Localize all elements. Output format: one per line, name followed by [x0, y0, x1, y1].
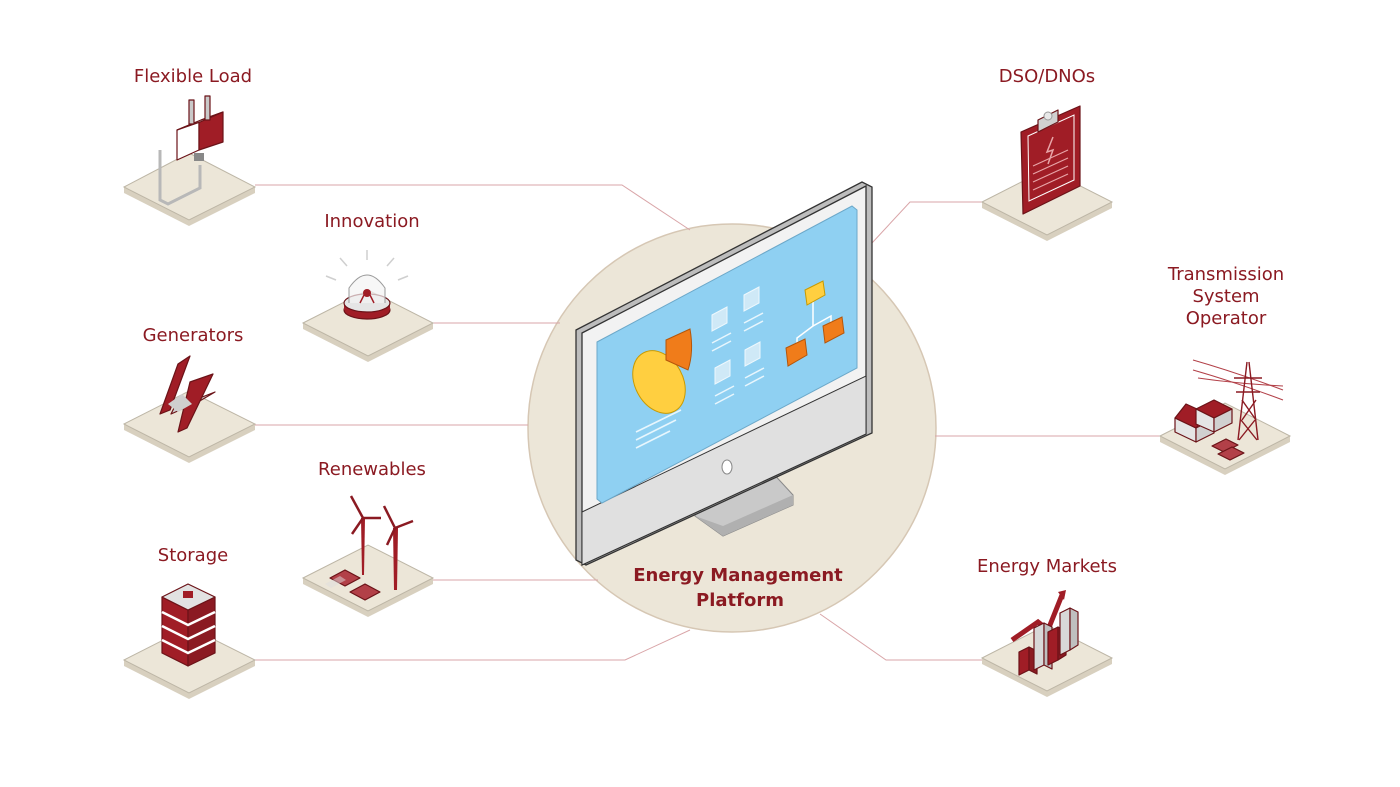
generators-node: Generators: [122, 325, 257, 463]
pylon-icon: [1192, 359, 1284, 441]
connector-energy-markets: [819, 613, 982, 661]
tso-node: Transmission System Operator: [1158, 264, 1292, 475]
solar-panels: [325, 569, 381, 601]
battery-stack-icon: [161, 583, 216, 667]
bar-chart-icon: [1010, 590, 1079, 676]
energy-markets-node: Energy Markets: [977, 556, 1117, 697]
storage-node: Storage: [122, 545, 257, 699]
tso-label-line3: Operator: [1186, 308, 1267, 329]
dso-label: DSO/DNOs: [999, 66, 1095, 87]
platform-label-line1: Energy Management: [633, 565, 843, 586]
renewables-label: Renewables: [318, 459, 426, 480]
connector-dso: [871, 201, 982, 244]
energy-markets-label: Energy Markets: [977, 556, 1117, 577]
generator-icon: [159, 355, 216, 433]
flowchart-icon: [785, 280, 845, 367]
renewables-node: Renewables: [301, 459, 435, 617]
wind-turbine-icon: [349, 495, 414, 590]
flexible-load-tile: [122, 152, 257, 221]
monitor-screen: [596, 205, 858, 504]
platform-label-line2: Platform: [696, 590, 784, 611]
connector-storage: [255, 629, 691, 661]
lightbulb-icon: [325, 250, 409, 320]
innovation-label: Innovation: [324, 211, 419, 232]
dso-node: DSO/DNOs: [980, 66, 1114, 241]
pie-chart-icon: [632, 328, 693, 414]
generators-label: Generators: [143, 325, 244, 346]
renewables-tile: [301, 544, 435, 612]
storage-label: Storage: [158, 545, 228, 566]
connectors: [255, 184, 1160, 661]
clipboard-icon: [1020, 105, 1081, 215]
tso-label-line1: Transmission: [1167, 264, 1284, 285]
screen-docs: [711, 286, 761, 385]
plug-icon: [158, 95, 224, 206]
screen-text-lines: [635, 409, 682, 449]
innovation-node: Innovation: [301, 211, 435, 362]
monitor-icon: [575, 181, 873, 567]
tso-label-line2: System: [1192, 286, 1259, 307]
flexible-load-label: Flexible Load: [134, 66, 252, 87]
connector-flexible-load: [255, 184, 691, 231]
factory-icon: [1174, 399, 1245, 461]
flexible-load-node: Flexible Load: [122, 66, 257, 226]
